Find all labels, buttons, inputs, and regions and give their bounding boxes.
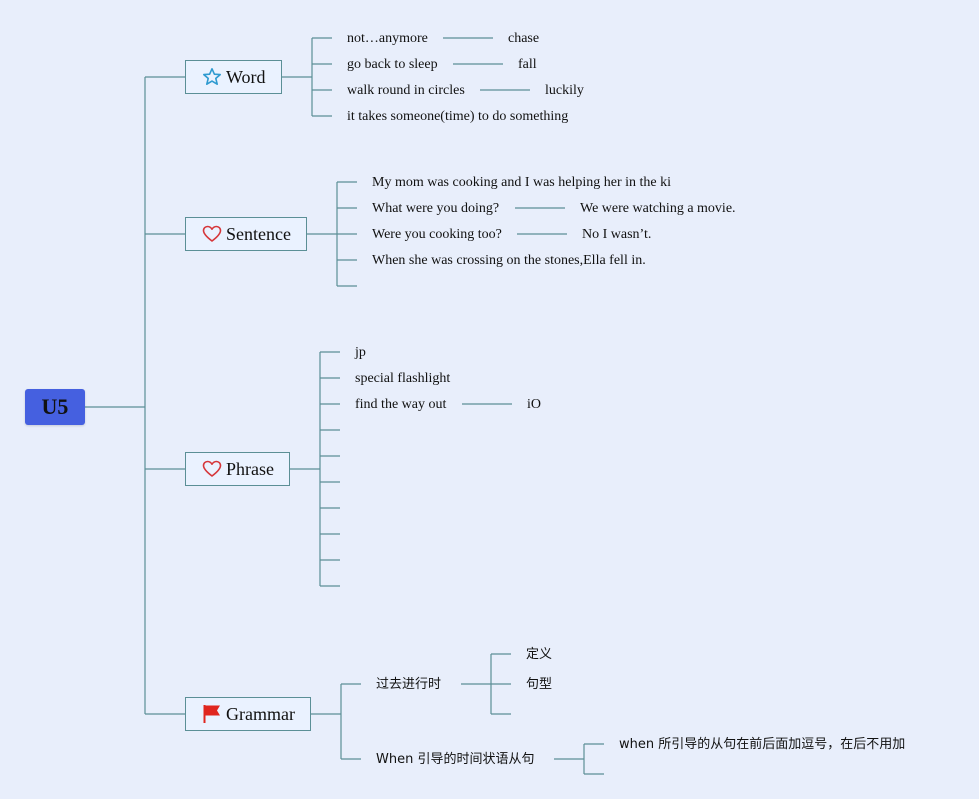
branch-phrase[interactable]: Phrase	[185, 452, 290, 486]
branch-grammar[interactable]: Grammar	[185, 697, 311, 731]
branch-word-label: Word	[226, 66, 266, 87]
word-item-3[interactable]: walk round in circles	[347, 83, 465, 98]
grammar-item-2[interactable]: When 引导的时间状语从句	[376, 752, 535, 767]
sentence-item-3[interactable]: Were you cooking too?	[372, 227, 502, 242]
word-subitem-1[interactable]: chase	[508, 31, 540, 46]
phrase-item-3[interactable]: find the way out	[355, 397, 447, 412]
branch-sentence[interactable]: Sentence	[185, 217, 307, 251]
word-subitem-2[interactable]: fall	[518, 57, 537, 72]
sentence-item-1[interactable]: My mom was cooking and I was helping her…	[372, 175, 672, 190]
grammar-subitem-3[interactable]: when 所引导的从句在前后面加逗号，在后不用加	[619, 737, 906, 752]
star-icon	[202, 67, 222, 87]
heart-icon	[202, 459, 222, 479]
word-item-2[interactable]: go back to sleep	[347, 57, 438, 72]
root-node[interactable]: U5	[25, 389, 85, 425]
sentence-subitem-1[interactable]: We were watching a movie.	[580, 201, 736, 216]
grammar-subitem-2[interactable]: 句型	[526, 677, 553, 692]
flag-icon	[202, 704, 222, 724]
word-item-4[interactable]: it takes someone(time) to do something	[347, 109, 569, 124]
heart-icon	[202, 224, 222, 244]
phrase-subitem-1[interactable]: iO	[527, 397, 541, 412]
root-label: U5	[41, 394, 69, 419]
grammar-subitem-1[interactable]: 定义	[526, 647, 553, 662]
branch-phrase-label: Phrase	[226, 458, 274, 479]
branch-grammar-label: Grammar	[226, 703, 295, 724]
branch-word[interactable]: Word	[185, 60, 282, 94]
word-subitem-3[interactable]: luckily	[545, 83, 584, 98]
sentence-subitem-2[interactable]: No I wasn’t.	[582, 227, 652, 242]
phrase-item-2[interactable]: special flashlight	[355, 371, 451, 386]
branch-sentence-label: Sentence	[226, 223, 291, 244]
grammar-item-1[interactable]: 过去进行时	[376, 677, 442, 692]
sentence-item-2[interactable]: What were you doing?	[372, 201, 500, 216]
sentence-item-4[interactable]: When she was crossing on the stones,Ella…	[372, 253, 646, 268]
word-item-1[interactable]: not…anymore	[347, 31, 428, 46]
phrase-item-1[interactable]: jp	[355, 345, 366, 360]
